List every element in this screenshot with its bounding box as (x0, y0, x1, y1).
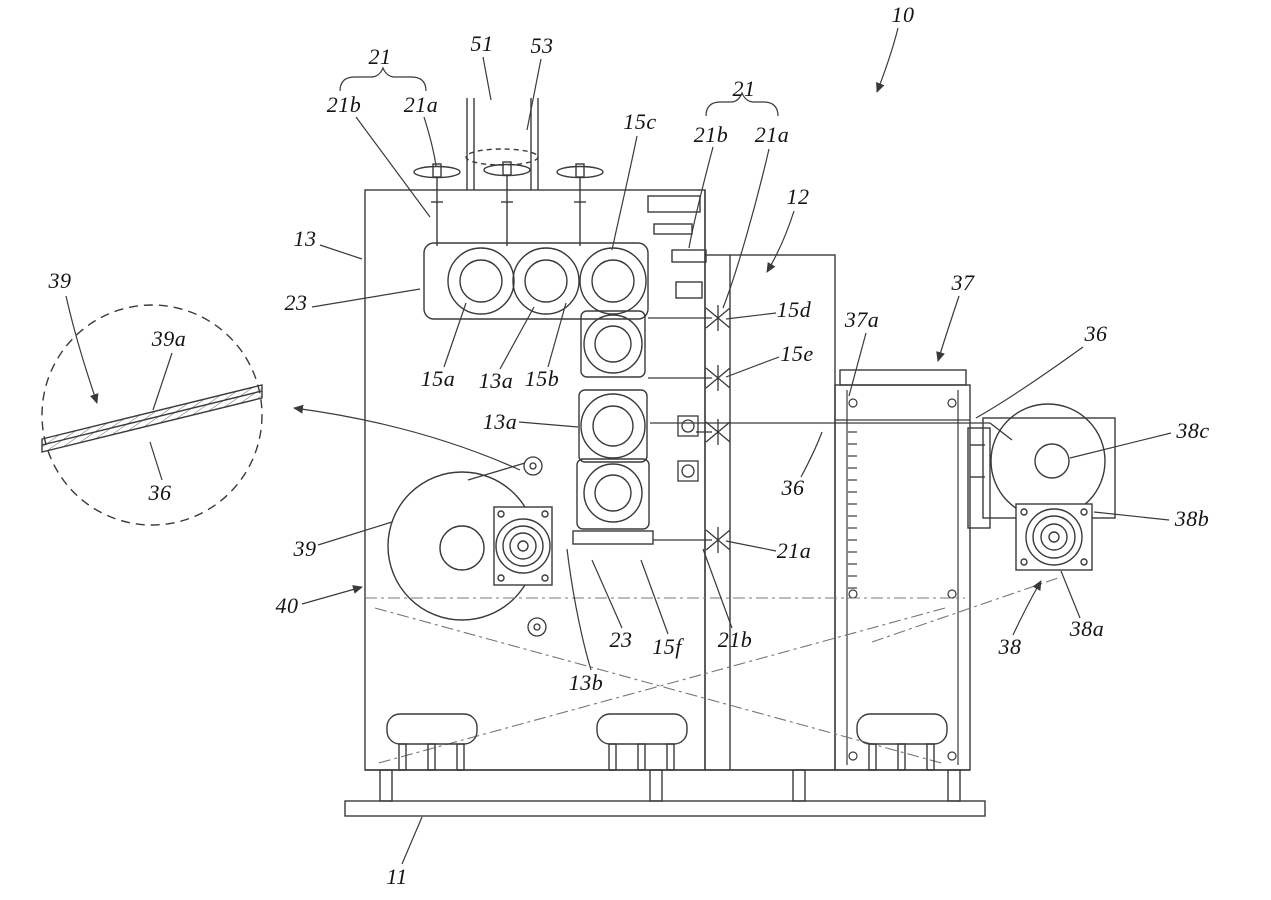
ref-label-53: 53 (530, 33, 554, 58)
ref-label-11: 11 (386, 864, 408, 889)
spool-assembly (967, 403, 1116, 571)
ref-label-40: 40 (275, 593, 299, 618)
ref-label-39a: 39a (151, 326, 187, 351)
ref-label-38a: 38a (1069, 616, 1105, 641)
ref-label-15d: 15d (776, 297, 812, 322)
wire-path (467, 422, 1013, 637)
ref-label-15e: 15e (780, 341, 814, 366)
tension-box (835, 390, 970, 765)
ref-label-13a-upper: 13a (478, 368, 514, 393)
ref-label-15a: 15a (420, 366, 456, 391)
ref-label-38c: 38c (1176, 418, 1210, 443)
ref-label-21b-right: 21b (693, 122, 729, 147)
ref-label-10: 10 (891, 2, 915, 27)
ref-label-21b-lower: 21b (717, 627, 753, 652)
ref-label-21a-lower: 21a (776, 538, 812, 563)
ref-label-13a-mid: 13a (482, 409, 518, 434)
ref-label-21-left: 21 (368, 44, 392, 69)
ref-label-15b: 15b (524, 366, 560, 391)
ref-label-23-lower: 23 (609, 627, 633, 652)
ref-label-13b: 13b (568, 670, 604, 695)
ref-label-15f: 15f (652, 634, 682, 659)
ref-label-38: 38 (998, 634, 1022, 659)
handwheels (413, 161, 604, 246)
ref-label-21b-left: 21b (326, 92, 362, 117)
ref-label-12: 12 (786, 184, 810, 209)
roll-motor (493, 506, 553, 586)
ref-label-13: 13 (293, 226, 317, 251)
ref-label-39-left: 39 (293, 536, 317, 561)
ref-label-51: 51 (470, 31, 494, 56)
ref-label-36-right: 36 (1084, 321, 1108, 346)
detail-view (41, 304, 263, 526)
ref-label-21a-right: 21a (754, 122, 790, 147)
centerlines (365, 577, 1059, 765)
ref-label-21a-left: 21a (403, 92, 439, 117)
ref-label-23-upper: 23 (284, 290, 308, 315)
ref-label-36-detail: 36 (148, 480, 172, 505)
leader-lines (65, 27, 1172, 865)
ref-label-37a: 37a (844, 307, 880, 332)
ref-label-36-mid: 36 (781, 475, 805, 500)
ref-label-15c: 15c (623, 109, 657, 134)
ref-label-21-right: 21 (732, 76, 756, 101)
ref-label-39-top-left: 39 (48, 268, 72, 293)
ref-label-38b: 38b (1174, 506, 1210, 531)
base (344, 713, 986, 817)
roller-stack (572, 310, 654, 545)
shaft-flanges (648, 305, 731, 553)
screw-rods (465, 98, 539, 190)
ref-label-37: 37 (951, 270, 975, 295)
